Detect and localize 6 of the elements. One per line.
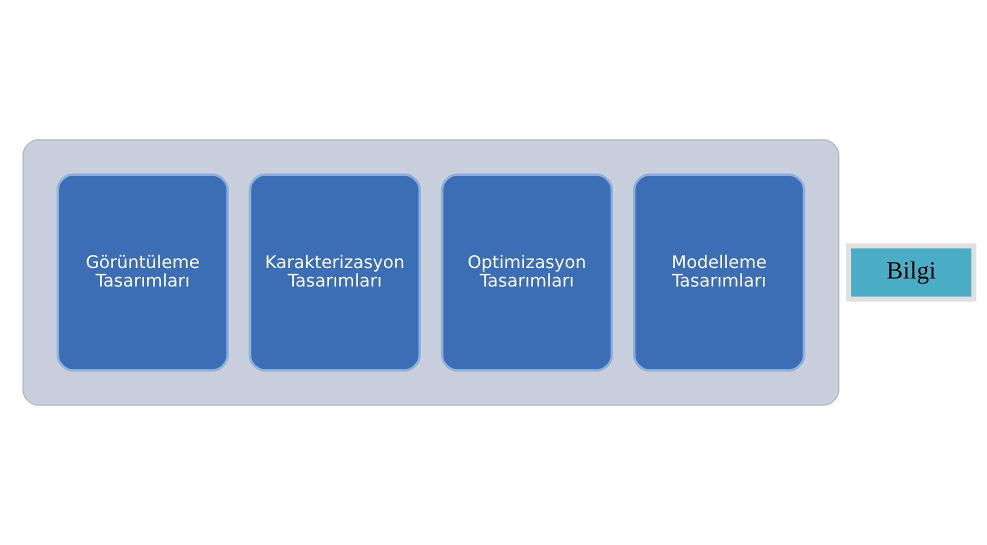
cluster [22, 139, 840, 406]
node-box: Bilgi [846, 243, 976, 302]
node-box: Modelleme Tasarımları [632, 173, 806, 372]
node-box: Karakterizasyon Tasarımları [248, 173, 421, 372]
node-box: Görüntüleme Tasarımları [56, 173, 229, 372]
node-box: Optimizasyon Tasarımları [440, 173, 614, 372]
